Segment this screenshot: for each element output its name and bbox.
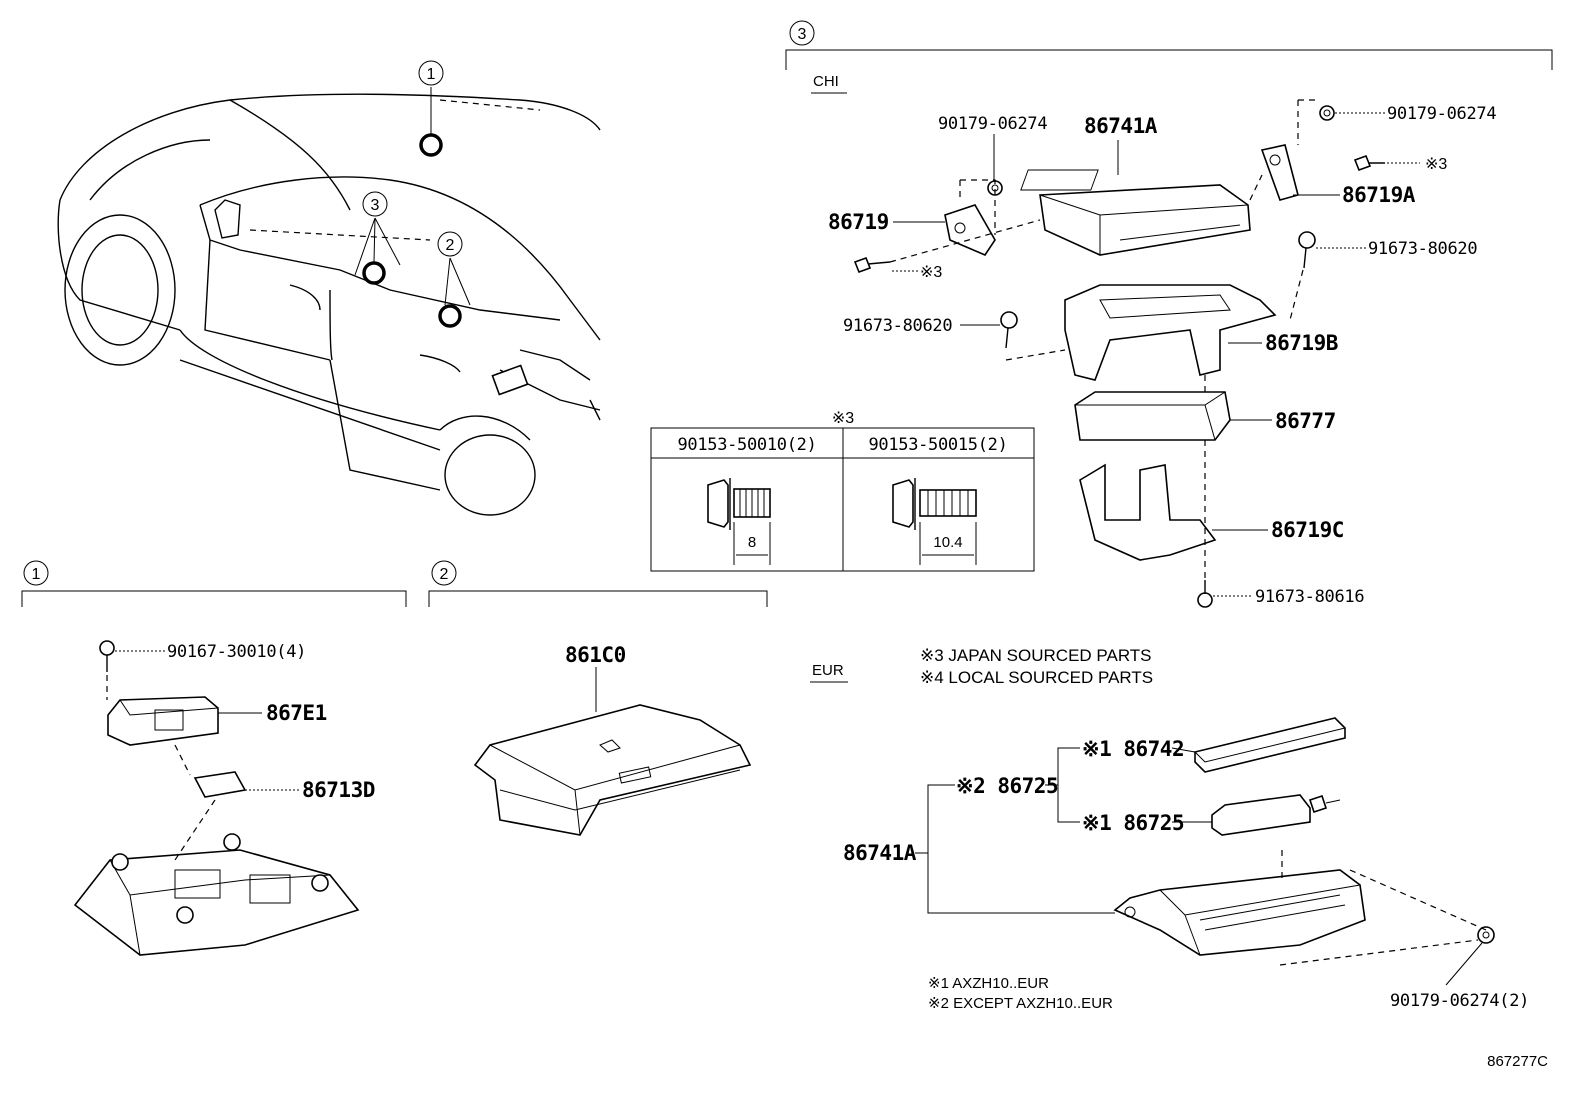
label-86719B: 86719B (1265, 331, 1338, 355)
bolt-table-title: ※3 (832, 410, 854, 427)
label-90167-30010: 90167-30010(4) (167, 642, 306, 662)
figure-id: 867277C (1487, 1053, 1548, 1070)
car-overview-illustration: 1 3 2 (57, 60, 601, 516)
section-2: 2 861C0 (428, 560, 768, 836)
label-star3-right: ※3 (1425, 156, 1447, 173)
label-86713D: 86713D (302, 778, 375, 802)
callout-1-label: 1 (427, 66, 436, 83)
label-star3-left: ※3 (920, 264, 942, 281)
label-867E1: 867E1 (266, 701, 327, 725)
label-90179-06274-eur: 90179-06274(2) (1390, 991, 1529, 1011)
bolt-spec-table: ※3 90153-50010(2) 90153-50015(2) 8 10.4 (650, 410, 1035, 572)
note-except-axzh10-eur: ※2 EXCEPT AXZH10..EUR (928, 995, 1113, 1012)
label-86719C: 86719C (1271, 518, 1344, 542)
label-86725-star2: ※2 86725 (956, 774, 1058, 798)
section-1-number: 1 (32, 566, 41, 583)
section-1: 1 90167-30010(4) 867E1 86713D (21, 560, 407, 956)
section-3-header: 3 CHI (785, 20, 1553, 94)
label-90179-06274-right: 90179-06274 (1387, 104, 1496, 124)
label-86741A-eur: 86741A (843, 841, 917, 865)
label-86725-star1: ※1 86725 (1082, 811, 1184, 835)
callout-target-2 (438, 304, 462, 328)
bolt-col1-dim: 8 (748, 534, 756, 551)
eur-section: EUR ※3 JAPAN SOURCED PARTS ※4 LOCAL SOUR… (810, 646, 1529, 1012)
section-2-number: 2 (440, 566, 449, 583)
note-axzh10-eur: ※1 AXZH10..EUR (928, 975, 1049, 992)
label-91673-80620-right: 91673-80620 (1368, 239, 1477, 259)
note-local-sourced: ※4 LOCAL SOURCED PARTS (920, 668, 1153, 687)
label-86719A: 86719A (1342, 183, 1416, 207)
callout-2-label: 2 (446, 237, 455, 254)
label-86741A: 86741A (1084, 114, 1158, 138)
bolt-col1-header: 90153-50010(2) (677, 435, 816, 455)
note-japan-sourced: ※3 JAPAN SOURCED PARTS (920, 646, 1152, 665)
callout-target-3 (362, 261, 386, 285)
label-86719: 86719 (828, 210, 889, 234)
label-86777: 86777 (1275, 409, 1336, 433)
bolt-col2-header: 90153-50015(2) (868, 435, 1007, 455)
section-eur-label: EUR (812, 662, 844, 679)
label-86742: ※1 86742 (1082, 737, 1184, 761)
label-861C0: 861C0 (565, 643, 626, 667)
label-90179-06274-left: 90179-06274 (938, 114, 1047, 134)
label-91673-80616: 91673-80616 (1255, 587, 1364, 607)
bolt-col2-dim: 10.4 (933, 534, 962, 551)
section-chi-label: CHI (813, 73, 839, 90)
label-91673-80620-left: 91673-80620 (843, 316, 952, 336)
chi-assembly: 86741A 90179-06274 90179-06274 86719 867… (828, 99, 1497, 608)
callout-target-1 (419, 133, 443, 157)
callout-3-label: 3 (371, 197, 380, 214)
section-3-number: 3 (798, 26, 807, 43)
